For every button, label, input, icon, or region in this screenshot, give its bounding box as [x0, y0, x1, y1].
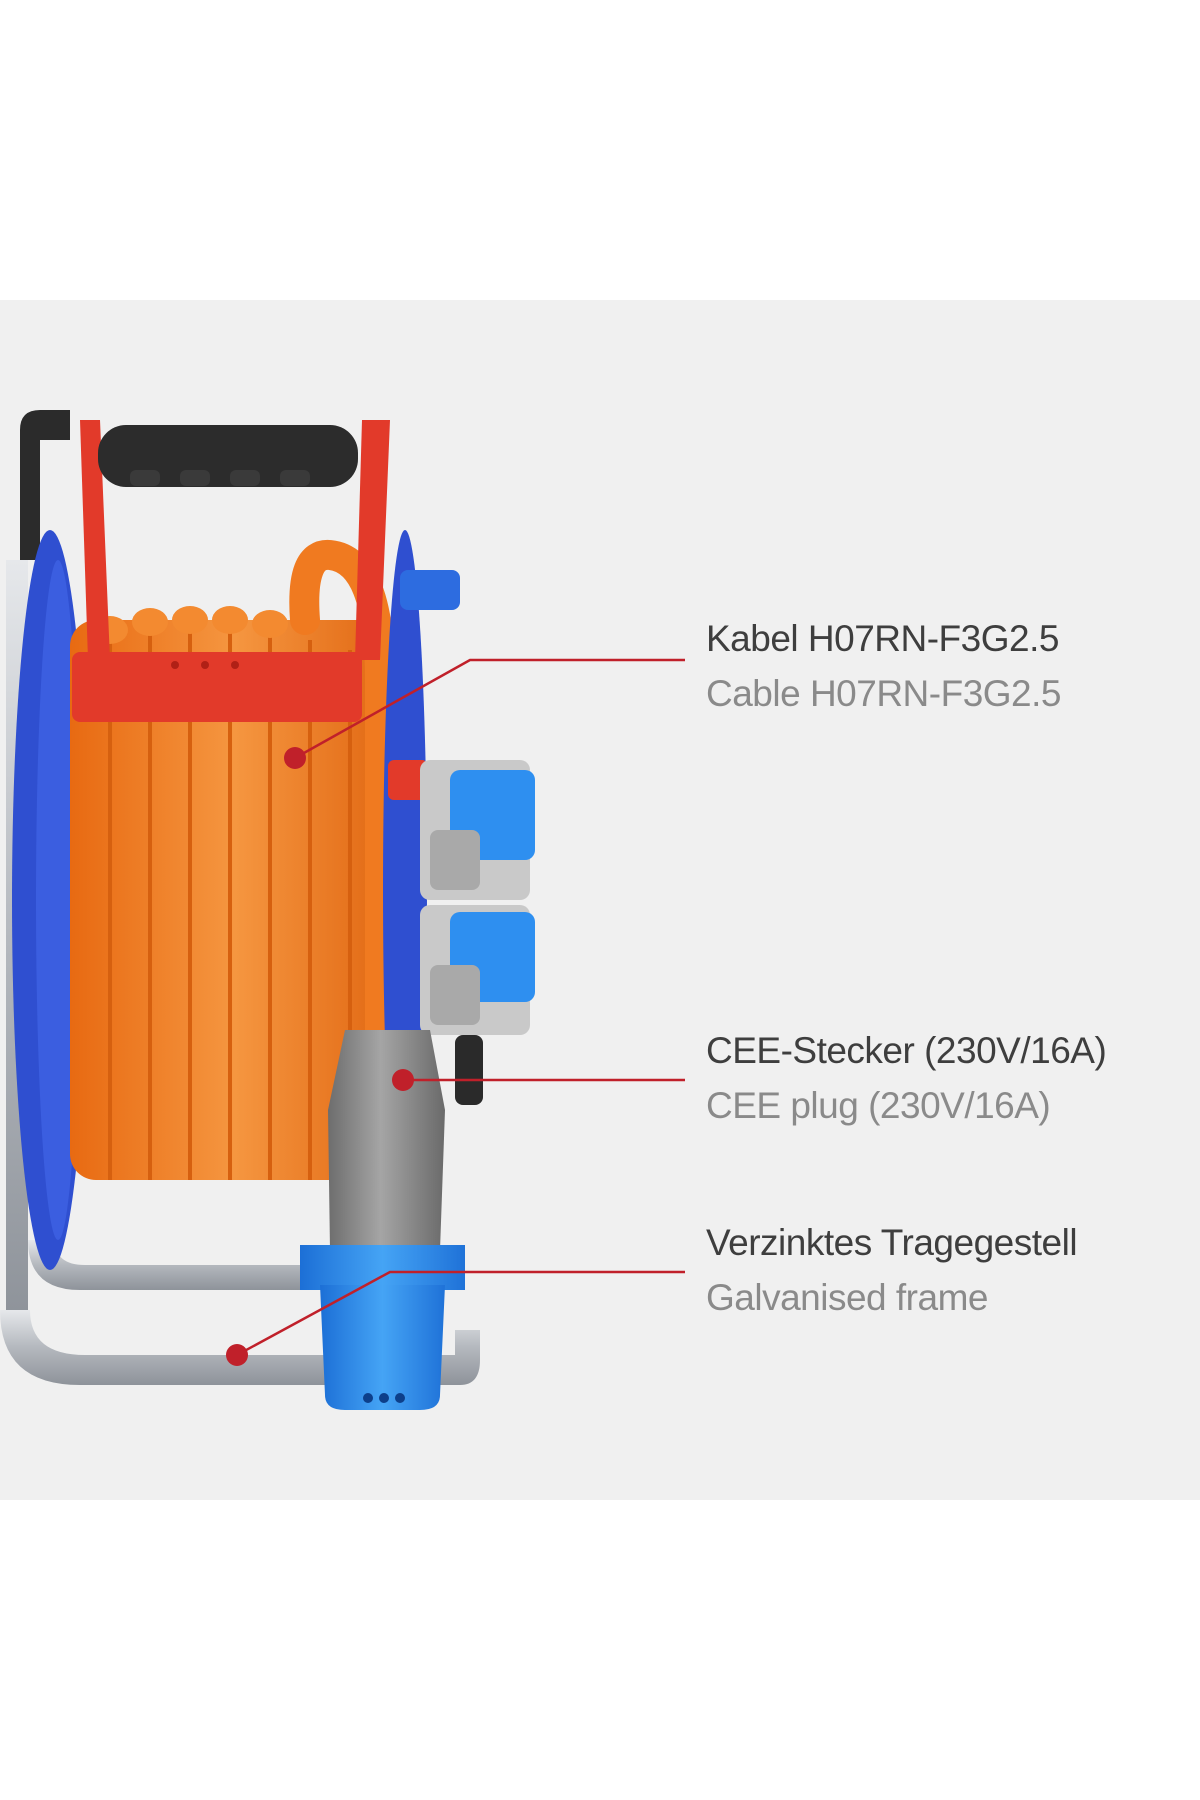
callout-plug [392, 1069, 685, 1091]
callout-frame [226, 1270, 685, 1366]
plug-label-de: CEE-Stecker (230V/16A) [706, 1030, 1107, 1071]
cable-label-de: Kabel H07RN-F3G2.5 [706, 618, 1059, 659]
cee-socket-lower [420, 905, 535, 1035]
frame-label-de: Verzinktes Tragegestell [706, 1222, 1078, 1263]
reel-left-flange [12, 530, 88, 1270]
cable-windings [70, 606, 400, 1180]
plug-label: CEE-Stecker (230V/16A) CEE plug (230V/16… [706, 1030, 1107, 1126]
cee-socket-upper [420, 760, 535, 900]
frame-label-en: Galvanised frame [706, 1277, 988, 1318]
frame-label: Verzinktes Tragegestell Galvanised frame [706, 1222, 1078, 1318]
cable-label: Kabel H07RN-F3G2.5 Cable H07RN-F3G2.5 [706, 620, 1061, 712]
reset-button [455, 1035, 483, 1105]
plug-label-en: CEE plug (230V/16A) [706, 1085, 1051, 1126]
cee-plug [300, 1030, 465, 1410]
carry-handle [72, 420, 390, 722]
callout-cable [284, 658, 685, 769]
cable-label-en: Cable H07RN-F3G2.5 [706, 673, 1061, 714]
